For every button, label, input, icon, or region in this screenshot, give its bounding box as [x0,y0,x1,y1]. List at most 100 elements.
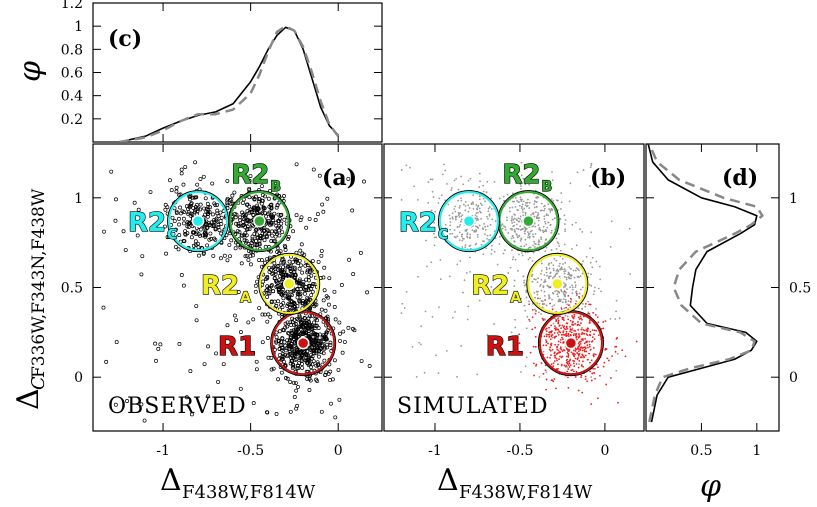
simulated-point [534,211,537,214]
observed-point [182,210,187,215]
observed-point [308,322,313,327]
observed-point [278,269,283,274]
simulated-point [602,327,605,330]
simulated-point [484,200,486,203]
observed-point [319,307,324,312]
simulated-point [413,185,415,188]
simulated-point [528,300,530,303]
simulated-point [598,265,601,268]
simulated-point [543,290,546,293]
simulated-point [542,344,545,347]
observed-point [275,249,280,254]
simulated-point [580,364,583,366]
simulated-point [482,184,485,187]
observed-point [194,304,199,308]
observed-point [181,182,186,187]
observed-point [283,325,288,330]
simulated-point [536,281,539,284]
y-axis-title-a: Δ C F336W,F343N,F438W [11,188,49,410]
simulated-point [540,313,543,315]
simulated-point [458,225,461,228]
simulated-point [588,334,591,336]
observed-point [306,333,311,338]
simulated-point [459,205,461,207]
simulated-point [513,217,516,220]
simulated-point [472,194,475,197]
simulated-point [464,209,467,212]
simulated-point [548,277,550,280]
observed-point [207,223,212,228]
simulated-point [553,378,556,380]
simulated-point [569,306,572,309]
observed-point [320,202,325,207]
observed-point [274,285,279,289]
observed-point [142,418,147,423]
simulated-point [546,274,549,277]
simulated-point [575,363,578,365]
simulated-point [535,196,538,199]
simulated-point [542,372,545,375]
simulated-point [576,171,579,174]
observed-point [350,208,355,213]
simulated-point [576,275,579,278]
simulated-point [548,326,550,329]
simulated-point [583,346,586,349]
simulated-point [597,334,600,337]
simulated-point [567,300,570,303]
observed-point [274,280,279,285]
simulated-point [512,192,514,195]
observed-point [225,201,230,206]
simulated-point [544,239,547,241]
simulated-point [581,327,583,329]
simulated-point [534,335,537,338]
simulated-point [525,327,528,330]
simulated-point [502,195,505,198]
simulated-point [445,183,448,185]
simulated-point [534,278,537,281]
simulated-point [556,359,558,362]
simulated-point [533,362,535,365]
simulated-point [559,249,562,252]
simulated-point [493,323,495,325]
observed-point [307,334,312,339]
simulated-point [543,205,545,208]
observed-point [198,227,203,232]
simulated-point [577,389,580,392]
simulated-point [423,371,426,374]
observed-point [177,233,182,238]
observed-point [139,402,144,407]
simulated-point [482,253,485,256]
observed-point [251,401,256,406]
observed-point [207,221,211,226]
simulated-point [544,318,547,321]
simulated-point [571,323,574,326]
simulated-point [571,286,574,289]
observed-point [325,337,329,342]
observed-point [193,205,198,209]
simulated-point [557,363,559,366]
simulated-point [580,356,583,358]
simulated-point [451,216,454,219]
simulated-point [508,206,511,209]
simulated-point [551,170,553,173]
simulated-point [564,230,566,233]
observed-point [307,376,312,381]
simulated-point [580,333,583,336]
observed-point [299,321,304,326]
x-title-a-delta: Δ [160,463,182,498]
simulated-point [545,230,548,232]
observed-point [295,316,300,321]
simulated-point [590,376,593,378]
simulated-point [521,252,523,254]
observed-point [294,213,299,218]
observed-point [236,223,241,228]
simulated-point [549,211,552,213]
simulated-point [553,354,556,357]
simulated-point [549,349,552,352]
observed-point [189,412,194,417]
simulated-point [543,303,546,305]
simulated-point [564,228,567,231]
simulated-point [537,277,539,280]
simulated-point [597,397,599,400]
simulated-point [444,227,447,230]
